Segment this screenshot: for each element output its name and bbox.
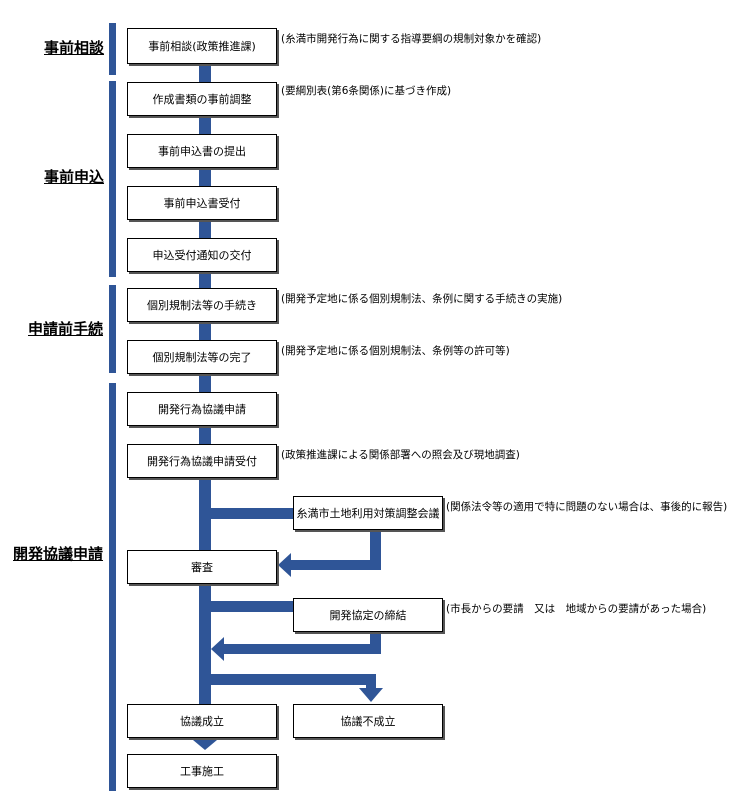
connector-main-2: [199, 116, 211, 136]
connector-main-1: [199, 64, 211, 84]
connector-main-6: [199, 322, 211, 340]
note-individual-procedure: (開発予定地に係る個別規制法、条例に関する手続きの実施): [281, 293, 563, 305]
phase-label-pre-application: 事前申込: [44, 168, 105, 186]
connector-agreement-down: [370, 632, 381, 654]
box-review: 審査: [127, 550, 277, 584]
arrow-to-failure: [359, 688, 383, 702]
box-document-coordination: 作成書類の事前調整: [127, 82, 277, 116]
connectors: [193, 64, 383, 750]
phase-label-pre-consultation: 事前相談: [44, 39, 105, 57]
box-agreement-failed: 協議不成立: [293, 704, 443, 738]
phase-brackets: [109, 23, 116, 791]
box-agreement-reached: 協議成立: [127, 704, 277, 738]
box-individual-complete: 個別規制法等の完了: [127, 340, 277, 374]
bracket-3: [109, 285, 116, 373]
note-pre-consultation: (糸満市開発行為に関する指導要綱の規制対象かを確認): [281, 33, 542, 45]
phase-label-pre-procedure: 申請前手続: [28, 320, 104, 338]
bracket-2: [109, 81, 116, 277]
connector-agreement-left: [222, 644, 381, 654]
note-individual-complete: (開発予定地に係る個別規制法、条例等の許可等): [281, 345, 510, 357]
note-application-accepted: (政策推進課による関係部署への照会及び現地調査): [281, 449, 520, 461]
arrow-to-construction: [193, 740, 217, 750]
connector-to-agreement: [205, 601, 293, 612]
box-land-use-council: 糸満市土地利用対策調整会議: [293, 496, 443, 530]
box-development-agreement: 開発協定の締結: [293, 598, 443, 632]
box-application-accepted: 開発行為協議申請受付: [127, 444, 277, 478]
connector-main-3: [199, 168, 211, 188]
box-receipt-notice: 申込受付通知の交付: [127, 238, 277, 272]
box-pre-consultation: 事前相談(政策推進課): [127, 28, 277, 64]
connector-failure-down: [366, 674, 376, 690]
connector-main-5: [199, 272, 211, 288]
note-development-agreement: (市長からの要請 又は 地域からの要請があった場合): [446, 603, 707, 615]
box-development-application: 開発行為協議申請: [127, 392, 277, 426]
box-construction: 工事施工: [127, 754, 277, 788]
phase-label-development-application: 開発協議申請: [13, 545, 104, 563]
arrow-back-main: [211, 637, 224, 661]
note-land-use-council: (関係法令等の適用で特に問題のない場合は、事後的に報告): [446, 501, 728, 513]
connector-main-4: [199, 220, 211, 240]
box-application-submit: 事前申込書の提出: [127, 134, 277, 168]
box-application-receipt: 事前申込書受付: [127, 186, 277, 220]
connector-to-failure: [205, 674, 376, 685]
connector-council-down: [370, 530, 381, 564]
bracket-4: [109, 383, 116, 791]
connector-to-construction: [199, 736, 211, 740]
box-individual-procedure: 個別規制法等の手続き: [127, 288, 277, 322]
connector-main-8: [199, 426, 211, 444]
arrow-to-review: [278, 553, 291, 577]
bracket-1: [109, 23, 116, 75]
connector-main-7: [199, 374, 211, 392]
connector-to-council: [205, 508, 293, 519]
connector-council-left: [290, 560, 381, 570]
note-document-coordination: (要綱別表(第6条関係)に基づき作成): [281, 85, 452, 97]
